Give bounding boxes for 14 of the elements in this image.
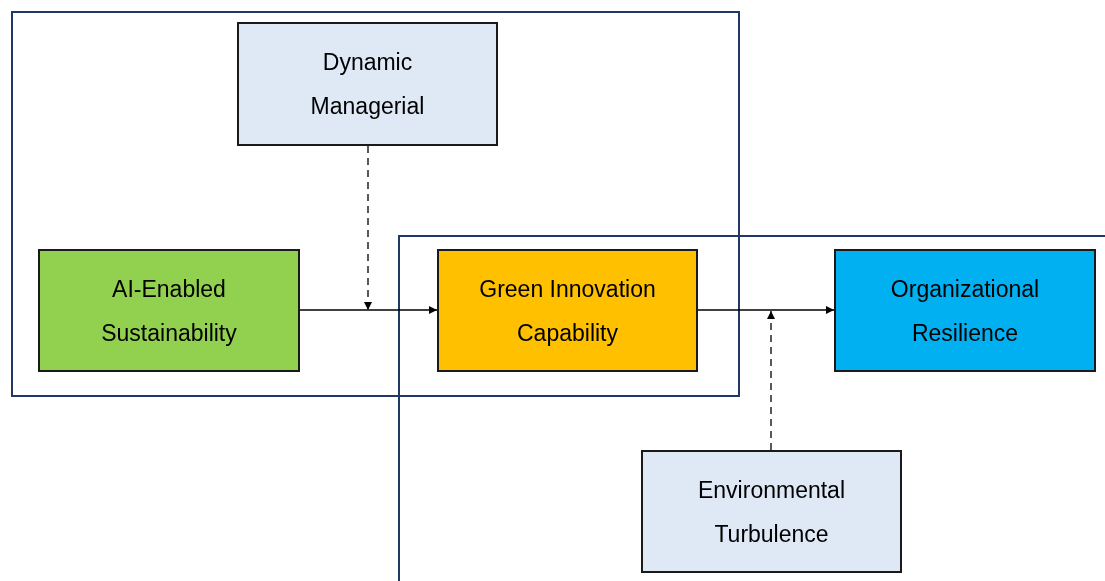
arrow <box>299 306 438 314</box>
construct-label: Environmental Turbulence <box>697 475 846 549</box>
construct-box <box>641 450 902 573</box>
construct-box <box>834 249 1096 372</box>
construct-box <box>237 22 498 146</box>
construct-label: Dynamic Managerial <box>309 48 426 121</box>
construct-box <box>38 249 300 372</box>
construct-label: Green Innovation Capability <box>478 274 657 348</box>
construct-box <box>437 249 698 372</box>
arrow <box>767 310 775 451</box>
arrow <box>364 145 372 311</box>
arrow <box>697 306 835 314</box>
construct-label: AI-Enabled Sustainability <box>100 274 238 348</box>
construct-label: Organizational Resilience <box>889 274 1041 348</box>
